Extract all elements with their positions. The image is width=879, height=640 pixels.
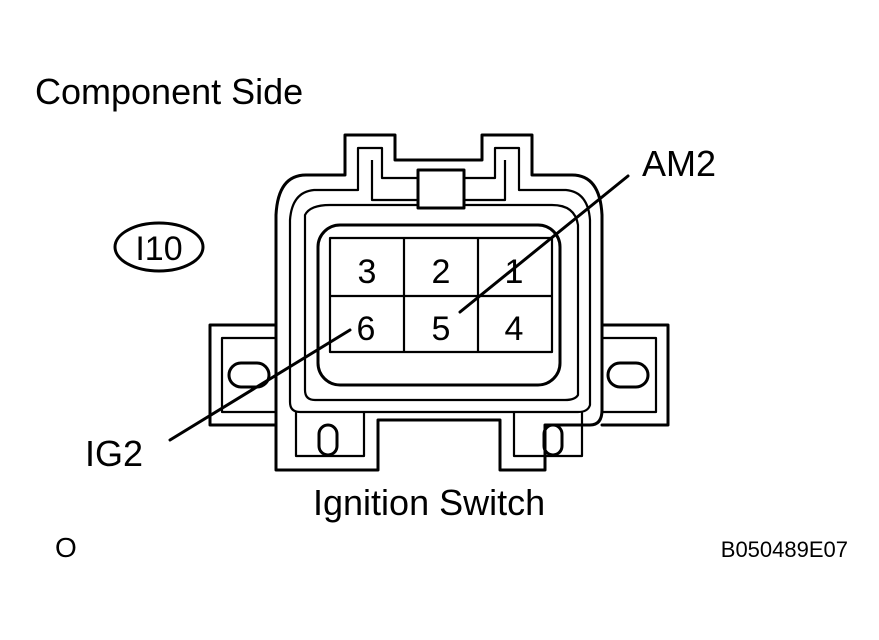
pin-5-label: 5 [432, 310, 451, 348]
pin-row-top: 3 2 1 [358, 253, 524, 291]
ig2-label: IG2 [85, 433, 143, 474]
pin-2-label: 2 [432, 253, 451, 291]
footer-mark: O [55, 532, 77, 563]
right-keyway [542, 423, 564, 457]
connector-code-badge: I10 [113, 221, 205, 273]
pin-6-label: 6 [357, 310, 376, 348]
terminal-cavity-frame [316, 223, 562, 387]
left-keyway [317, 423, 339, 457]
right-mounting-flange [600, 323, 670, 427]
pin-3-label: 3 [358, 253, 377, 291]
figure-id: B050489E07 [721, 537, 848, 562]
right-mounting-hole [606, 361, 650, 389]
connector-name: Ignition Switch [313, 482, 545, 523]
connector-code-label: I10 [135, 230, 182, 268]
left-mounting-flange [208, 323, 278, 427]
ig2-leader-line [168, 328, 352, 442]
housing-inner-1 [288, 146, 592, 414]
pin-row-bottom: 6 5 4 [357, 310, 524, 348]
am2-label: AM2 [642, 143, 716, 184]
pin-1-label: 1 [505, 253, 524, 291]
am2-leader-line [458, 174, 630, 314]
latch-window [416, 168, 466, 210]
left-mounting-hole [227, 361, 271, 389]
pin-4-label: 4 [505, 310, 524, 348]
page-title: Component Side [35, 71, 303, 112]
connector-housing [208, 133, 670, 472]
